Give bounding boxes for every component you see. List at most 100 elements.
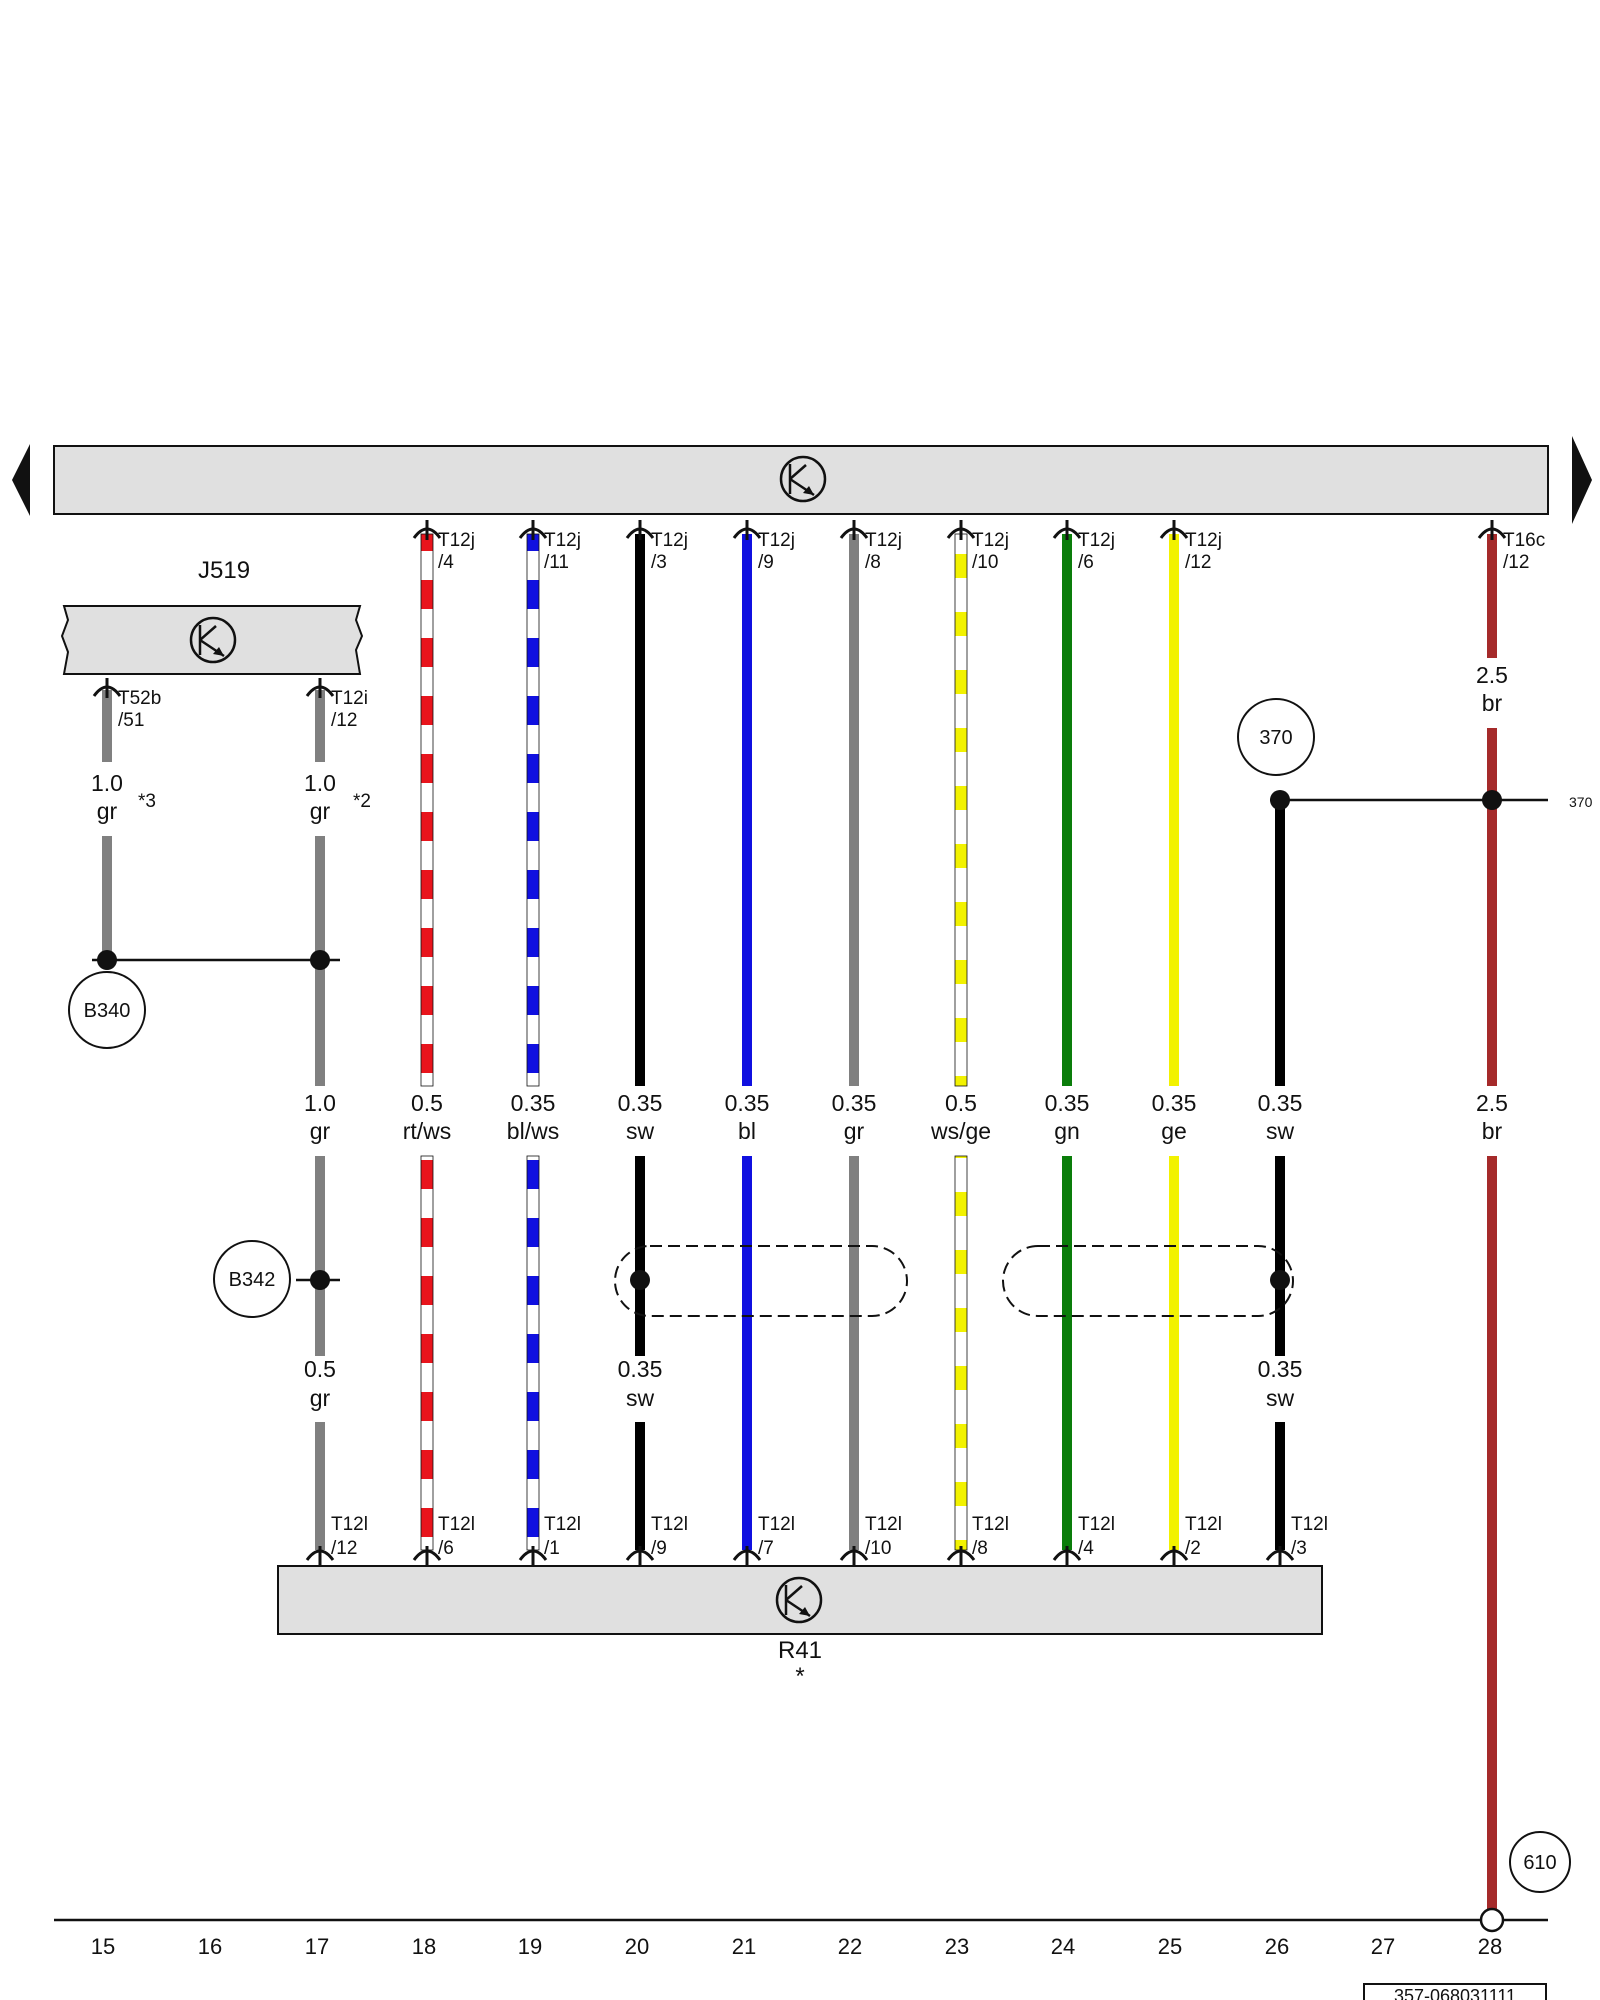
pin-code: T12l	[972, 1514, 1009, 1535]
pin-number: /51	[118, 710, 144, 731]
wire-col22-upper	[849, 534, 859, 1086]
wire-col23-upper	[954, 533, 968, 1087]
socket-icon	[1477, 520, 1507, 540]
wire-col19-lower	[526, 1155, 540, 1551]
wire-size: 0.5	[945, 1090, 977, 1116]
wire-color-code: gr	[310, 1385, 331, 1411]
pin-code: T12l	[544, 1514, 581, 1535]
splice-dot-col26	[1270, 790, 1290, 810]
wire-note: *2	[353, 791, 371, 812]
column-number: 25	[1158, 1934, 1182, 1959]
wire-col21-upper	[742, 534, 752, 1086]
wire-size: 0.35	[832, 1090, 877, 1116]
socket-icon	[946, 520, 976, 540]
wire-color-code: bl/ws	[507, 1118, 559, 1144]
wire-size: 0.5	[304, 1356, 336, 1382]
wire-col26-mid	[1275, 1156, 1285, 1356]
socket-icon	[305, 1546, 335, 1566]
socket-icon	[1265, 1546, 1295, 1566]
top-sockets	[92, 520, 1507, 698]
socket-icon	[412, 520, 442, 540]
pin-number: /3	[1291, 1538, 1307, 1559]
wire-col28-upper	[1487, 728, 1497, 1086]
socket-icon	[412, 1546, 442, 1566]
socket-icon	[839, 1546, 869, 1566]
right-continuation-arrow	[1572, 436, 1592, 524]
socket-icon	[732, 520, 762, 540]
column-number: 23	[945, 1934, 969, 1959]
left-continuation-arrow	[12, 444, 30, 516]
column-number: 24	[1051, 1934, 1075, 1959]
ecu-icon	[775, 1576, 823, 1624]
wire-col19-upper	[526, 533, 540, 1087]
wire-color-code: sw	[1266, 1385, 1295, 1411]
shield-left	[614, 1245, 908, 1317]
pin-number: /11	[544, 552, 569, 573]
j519-control-unit: J519	[60, 557, 364, 675]
socket-icon	[518, 1546, 548, 1566]
wire-size: 1.0	[91, 770, 123, 796]
wire-col26-upper	[1275, 800, 1285, 1086]
socket-icon	[1159, 1546, 1189, 1566]
socket-icon	[625, 1546, 655, 1566]
wire-size: 2.5	[1476, 1090, 1508, 1116]
ecu-icon	[779, 455, 827, 503]
wire-col23-lower	[954, 1155, 968, 1551]
wire-col20-upper	[635, 534, 645, 1086]
lower-wire-labels: 0.5 gr 0.35 sw 0.35 sw	[304, 1356, 1302, 1411]
column-number: 20	[625, 1934, 649, 1959]
r41-component: R41 *	[277, 1565, 1323, 1690]
wire-color-code: sw	[1266, 1118, 1295, 1144]
pin-number: /6	[1078, 552, 1094, 573]
pin-code: T12j	[438, 530, 475, 551]
upper-wire-labels: 1.0 gr *3 1.0 gr *2 2.5 br	[91, 662, 1508, 824]
socket-icon	[92, 678, 122, 698]
wire-col26-lower	[1275, 1422, 1285, 1550]
wire-col28-lower	[1487, 1156, 1497, 1912]
splice-dot-b342	[310, 1270, 330, 1290]
wire-col25-upper	[1169, 534, 1179, 1086]
document-number: 357-068031111	[1363, 1983, 1547, 2000]
r41-label: R41	[778, 1637, 822, 1664]
top-control-unit	[12, 436, 1592, 524]
wire-col17-lower1	[315, 1156, 325, 1356]
socket-icon	[732, 1546, 762, 1566]
column-number: 18	[412, 1934, 436, 1959]
pin-code: T12l	[1185, 1514, 1222, 1535]
column-number: 28	[1478, 1934, 1502, 1959]
wire-size: 0.35	[511, 1090, 556, 1116]
j519-body	[60, 605, 364, 675]
wire-col22-lower	[849, 1156, 859, 1550]
wire-col20-lower	[635, 1422, 645, 1550]
pin-code: T12l	[865, 1514, 902, 1535]
pin-code: T12j	[972, 530, 1009, 551]
pin-number: /8	[972, 1538, 988, 1559]
shield-right	[1002, 1245, 1294, 1317]
column-number: 16	[198, 1934, 222, 1959]
wire-size: 0.35	[618, 1356, 663, 1382]
pin-number: /12	[331, 1538, 357, 1559]
column-number: 27	[1371, 1934, 1395, 1959]
pin-code: T12j	[758, 530, 795, 551]
wire-color-code: sw	[626, 1385, 655, 1411]
pin-code: T12l	[1078, 1514, 1115, 1535]
pin-code: T16c	[1503, 530, 1545, 551]
wire-color-code: gr	[97, 798, 118, 824]
wire-color-code: ge	[1161, 1118, 1187, 1144]
wire-size: 0.35	[1258, 1090, 1303, 1116]
pin-code: T12l	[651, 1514, 688, 1535]
pin-code: T52b	[118, 688, 161, 709]
wire-col18-lower	[420, 1155, 434, 1551]
wire-note: *3	[138, 791, 156, 812]
pin-code: T12j	[865, 530, 902, 551]
pin-code: T12l	[758, 1514, 795, 1535]
wire-size: 0.35	[1045, 1090, 1090, 1116]
splice-dot-col28	[1482, 790, 1502, 810]
pin-code: T12j	[651, 530, 688, 551]
column-numbers: 15 16 17 18 19 20 21 22 23 24 25 26 27 2…	[91, 1934, 1502, 1959]
splice-dot-col17	[310, 950, 330, 970]
doc-number-text: 357-068031111	[1394, 1986, 1516, 2000]
socket-icon	[839, 520, 869, 540]
wire-size: 0.35	[725, 1090, 770, 1116]
